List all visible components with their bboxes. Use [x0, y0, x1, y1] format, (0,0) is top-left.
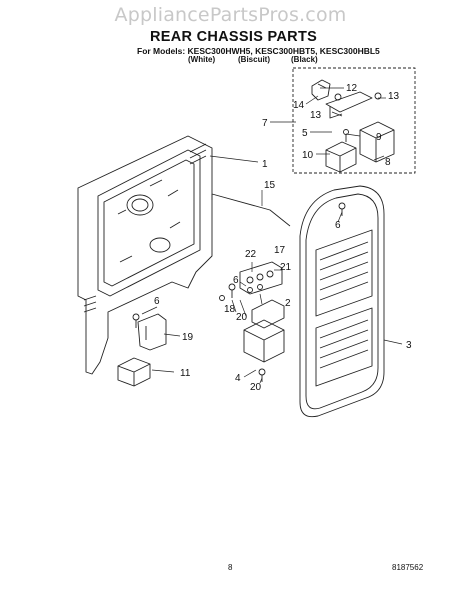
- part-block-11: [117, 357, 151, 387]
- inset-box: [292, 67, 416, 174]
- part-bracket-19: [137, 313, 167, 351]
- part-cap-12: [311, 79, 331, 101]
- callout-19: 19: [182, 332, 194, 343]
- part-rear-cover-3: [299, 185, 385, 418]
- callout-6b: 6: [233, 275, 239, 286]
- callout-15: 15: [264, 180, 276, 191]
- part-bracket-13: [325, 91, 373, 119]
- callout-6c: 6: [335, 220, 341, 231]
- callout-7: 7: [262, 118, 268, 129]
- callout-6a: 6: [154, 296, 160, 307]
- callout-5: 5: [302, 128, 308, 139]
- callout-2: 2: [285, 298, 291, 309]
- part-bracket-mount: [251, 299, 285, 329]
- callout-labels: 1 2 3 4 5 6 6 6 7 8 9 10 11 12 13 13 14 …: [154, 83, 412, 393]
- part-terminal-block: [239, 261, 283, 295]
- part-bracket-2: [243, 319, 285, 363]
- inset-screws: [334, 92, 382, 142]
- variant-white: (White): [188, 55, 216, 64]
- callout-20b: 20: [250, 382, 262, 393]
- callout-14: 14: [293, 100, 305, 111]
- callout-8: 8: [385, 157, 391, 168]
- screws: [132, 202, 346, 382]
- callout-11: 11: [180, 368, 191, 379]
- callout-18: 18: [224, 304, 236, 315]
- leader-lines: [141, 87, 403, 384]
- part-block-10: [325, 141, 357, 173]
- callout-10: 10: [302, 150, 314, 161]
- callout-12: 12: [346, 83, 358, 94]
- models-line: For Models: KESC300HWH5, KESC300HBT5, KE…: [137, 46, 380, 56]
- callout-13a: 13: [388, 91, 400, 102]
- part-rod-15: [211, 193, 291, 227]
- part-block-8: [359, 121, 395, 163]
- callout-1: 1: [262, 159, 268, 170]
- callout-17: 17: [274, 245, 286, 256]
- callout-9: 9: [376, 132, 382, 143]
- variant-biscuit: (Biscuit): [238, 55, 270, 64]
- part-back-panel-1: [77, 135, 213, 375]
- callout-13b: 13: [310, 110, 322, 121]
- document-code: 8187562: [392, 563, 424, 572]
- callout-22: 22: [245, 249, 257, 260]
- callout-20a: 20: [236, 312, 248, 323]
- callout-4: 4: [235, 373, 241, 384]
- variant-black: (Black): [291, 55, 318, 64]
- callout-21: 21: [280, 262, 292, 273]
- page-number: 8: [228, 563, 233, 572]
- page-title: REAR CHASSIS PARTS: [150, 29, 318, 45]
- watermark: AppliancePartsPros.com: [114, 4, 347, 26]
- callout-3: 3: [406, 340, 412, 351]
